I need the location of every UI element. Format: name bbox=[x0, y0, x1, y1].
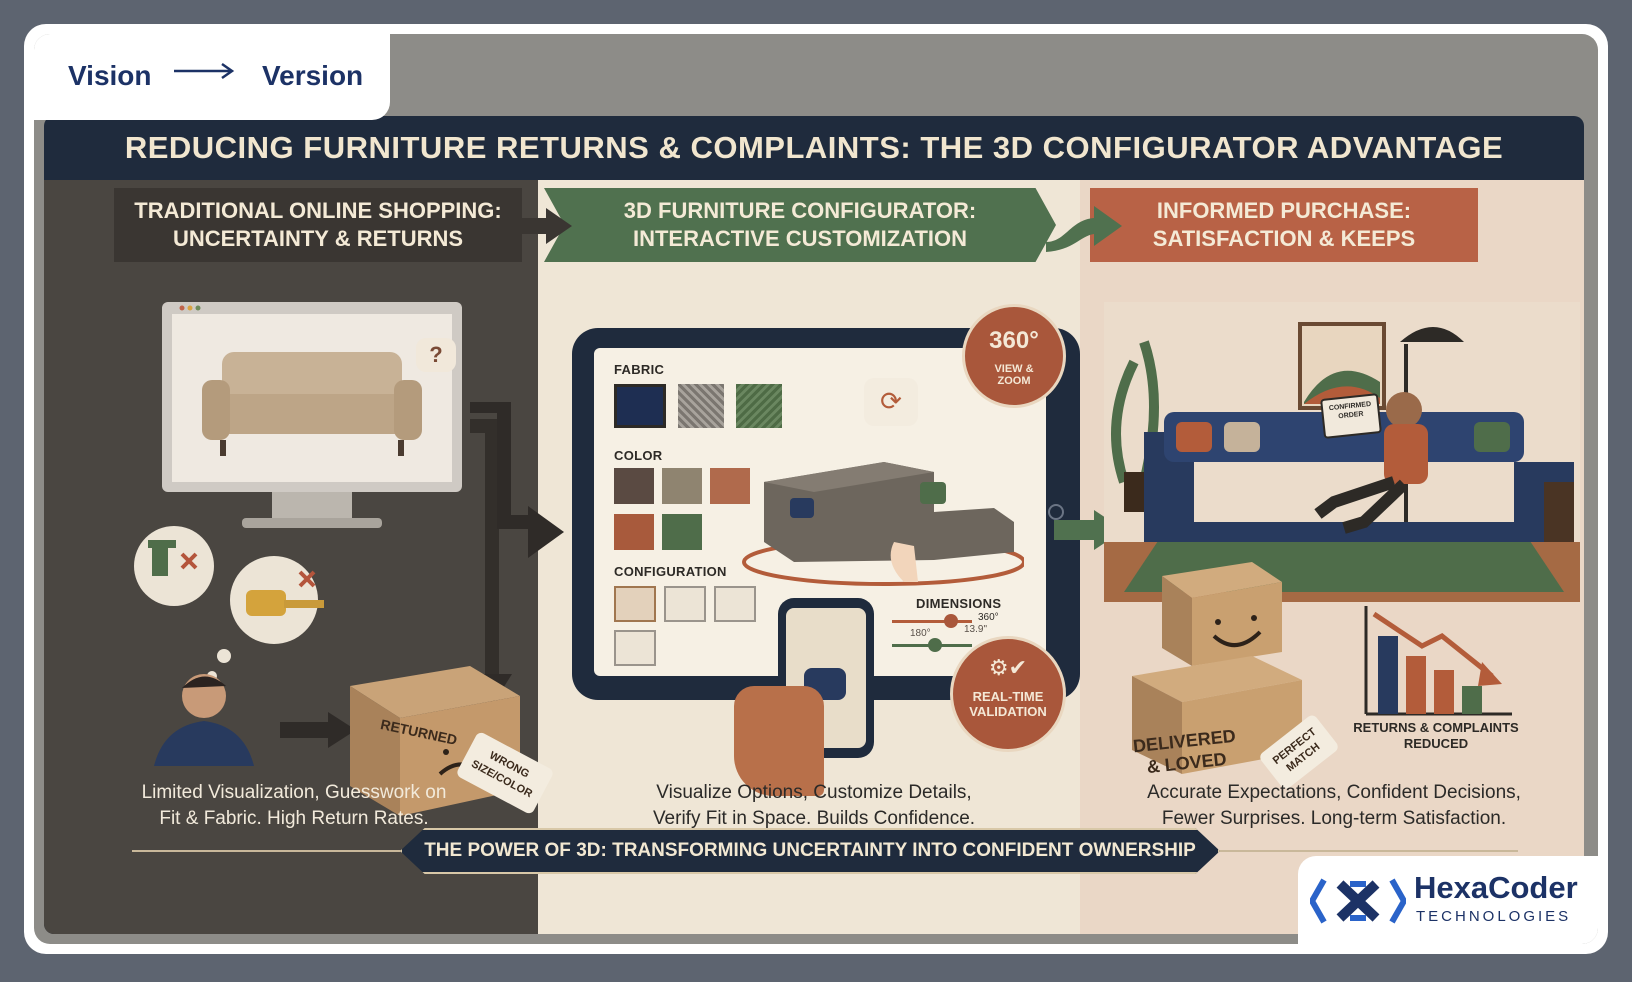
config-option-corner[interactable] bbox=[614, 630, 656, 666]
fabric-swatch-velvet[interactable] bbox=[614, 384, 666, 428]
caption-traditional: Limited Visualization, Guesswork on Fit … bbox=[84, 780, 504, 832]
image-canvas: REDUCING FURNITURE RETURNS & COMPLAINTS:… bbox=[34, 34, 1598, 944]
hand-holding-phone bbox=[734, 686, 824, 796]
footer-line-right bbox=[1218, 850, 1518, 852]
badge-360-view: 360° VIEW & ZOOM bbox=[962, 304, 1066, 408]
tablet-home-button[interactable] bbox=[1048, 504, 1064, 520]
fabric-swatch-tweed[interactable] bbox=[678, 384, 724, 428]
stage-header-line: INTERACTIVE CUSTOMIZATION bbox=[632, 226, 968, 251]
fabric-swatch-green[interactable] bbox=[736, 384, 782, 428]
chart-label-line: REDUCED bbox=[1403, 736, 1469, 751]
config-option-sofa[interactable] bbox=[614, 586, 656, 622]
badge-real-time-validation: ⚙✔ REAL-TIME VALIDATION bbox=[950, 636, 1066, 752]
color-swatch-5[interactable] bbox=[662, 514, 702, 550]
vision-version-tab: Vision Version bbox=[34, 34, 390, 120]
tab-word-version: Version bbox=[262, 60, 364, 91]
caption-line: Limited Visualization, Guesswork on bbox=[141, 782, 447, 803]
caption-line: Visualize Options, Customize Details, bbox=[656, 782, 972, 803]
stage-header-configurator: 3D FURNITURE CONFIGURATOR: INTERACTIVE C… bbox=[544, 188, 1056, 262]
stage-header-traditional: TRADITIONAL ONLINE SHOPPING: UNCERTAINTY… bbox=[114, 188, 522, 262]
dimensions-label: DIMENSIONS bbox=[916, 596, 1002, 611]
slider-1-min: 180° bbox=[910, 628, 931, 639]
validation-line: VALIDATION bbox=[969, 704, 1047, 719]
returns-decline-chart bbox=[1364, 606, 1512, 716]
badge-360-label: 360° bbox=[989, 327, 1039, 354]
stage-header-line: SATISFACTION & KEEPS bbox=[1152, 226, 1416, 251]
slider-1-max: 360° bbox=[978, 612, 999, 623]
caption-informed: Accurate Expectations, Confident Decisio… bbox=[1104, 780, 1564, 832]
badge-360-sub: VIEW & bbox=[994, 363, 1034, 375]
validation-line: REAL-TIME bbox=[972, 689, 1044, 704]
stage-header-line: TRADITIONAL ONLINE SHOPPING: bbox=[134, 198, 502, 223]
slider-2-max: 13.9" bbox=[964, 624, 988, 635]
outer-frame: REDUCING FURNITURE RETURNS & COMPLAINTS:… bbox=[24, 24, 1608, 954]
badge-360-sub: ZOOM bbox=[997, 375, 1031, 387]
header-arrow-2 bbox=[1046, 206, 1122, 252]
arrow-to-returned-box bbox=[280, 712, 356, 748]
stage-header-line: UNCERTAINTY & RETURNS bbox=[172, 226, 464, 251]
caption-configurator: Visualize Options, Customize Details, Ve… bbox=[604, 780, 1024, 832]
configuration-label: CONFIGURATION bbox=[614, 564, 727, 579]
header-arrow-1 bbox=[510, 208, 572, 244]
fabric-label: FABRIC bbox=[614, 362, 665, 377]
sectional-sofa-3d-view bbox=[742, 462, 1024, 586]
living-room-illustration bbox=[1104, 302, 1580, 602]
caption-line: Accurate Expectations, Confident Decisio… bbox=[1147, 782, 1521, 803]
caption-line: Verify Fit in Space. Builds Confidence. bbox=[652, 808, 976, 829]
hexacoder-logo-icon bbox=[1310, 878, 1406, 924]
stage-header-line: INFORMED PURCHASE: bbox=[1156, 198, 1412, 223]
color-label: COLOR bbox=[614, 448, 663, 463]
color-swatch-1[interactable] bbox=[614, 468, 654, 504]
config-option-l-left[interactable] bbox=[664, 586, 706, 622]
footer-banner: THE POWER OF 3D: TRANSFORMING UNCERTAINT… bbox=[400, 828, 1220, 874]
delivered-boxes-illustration bbox=[1132, 562, 1302, 774]
chart-label-line: RETURNS & COMPLAINTS bbox=[1353, 720, 1519, 735]
monitor-illustration bbox=[162, 302, 462, 528]
infographic-title: REDUCING FURNITURE RETURNS & COMPLAINTS:… bbox=[124, 130, 1504, 165]
check-gear-icon: ⚙✔ bbox=[988, 655, 1028, 680]
color-swatch-2[interactable] bbox=[662, 468, 702, 504]
footer-line-left bbox=[132, 850, 402, 852]
stage-header-line: 3D FURNITURE CONFIGURATOR: bbox=[623, 198, 977, 223]
long-arrow-right-icon bbox=[174, 62, 235, 80]
color-swatch-3[interactable] bbox=[710, 468, 750, 504]
logo-name: HexaCoder bbox=[1414, 870, 1578, 905]
returns-reduced-label: RETURNS & COMPLAINTS REDUCED bbox=[1330, 720, 1542, 752]
color-swatch-4[interactable] bbox=[614, 514, 654, 550]
caption-line: Fewer Surprises. Long-term Satisfaction. bbox=[1161, 808, 1507, 829]
caption-line: Fit & Fabric. High Return Rates. bbox=[159, 808, 429, 829]
confirmed-order-tablet: CONFIRMED ORDER bbox=[1320, 393, 1382, 439]
logo-subtitle: TECHNOLOGIES bbox=[1416, 908, 1572, 925]
dimension-slider-1[interactable] bbox=[892, 620, 972, 623]
rotate-icon[interactable]: ⟳ bbox=[864, 378, 918, 426]
worried-customer-illustration bbox=[134, 526, 324, 766]
tab-word-vision: Vision bbox=[68, 60, 152, 91]
dimension-slider-2-thumb[interactable] bbox=[928, 638, 942, 652]
question-bubble: ? bbox=[416, 338, 456, 372]
config-option-l-right[interactable] bbox=[714, 586, 756, 622]
phone-ar-preview bbox=[778, 598, 874, 758]
stage-header-informed: INFORMED PURCHASE: SATISFACTION & KEEPS bbox=[1090, 188, 1478, 262]
hexacoder-logo: HexaCoder TECHNOLOGIES bbox=[1298, 856, 1598, 944]
dimension-slider-1-thumb[interactable] bbox=[944, 614, 958, 628]
infographic-board: REDUCING FURNITURE RETURNS & COMPLAINTS:… bbox=[44, 116, 1584, 934]
